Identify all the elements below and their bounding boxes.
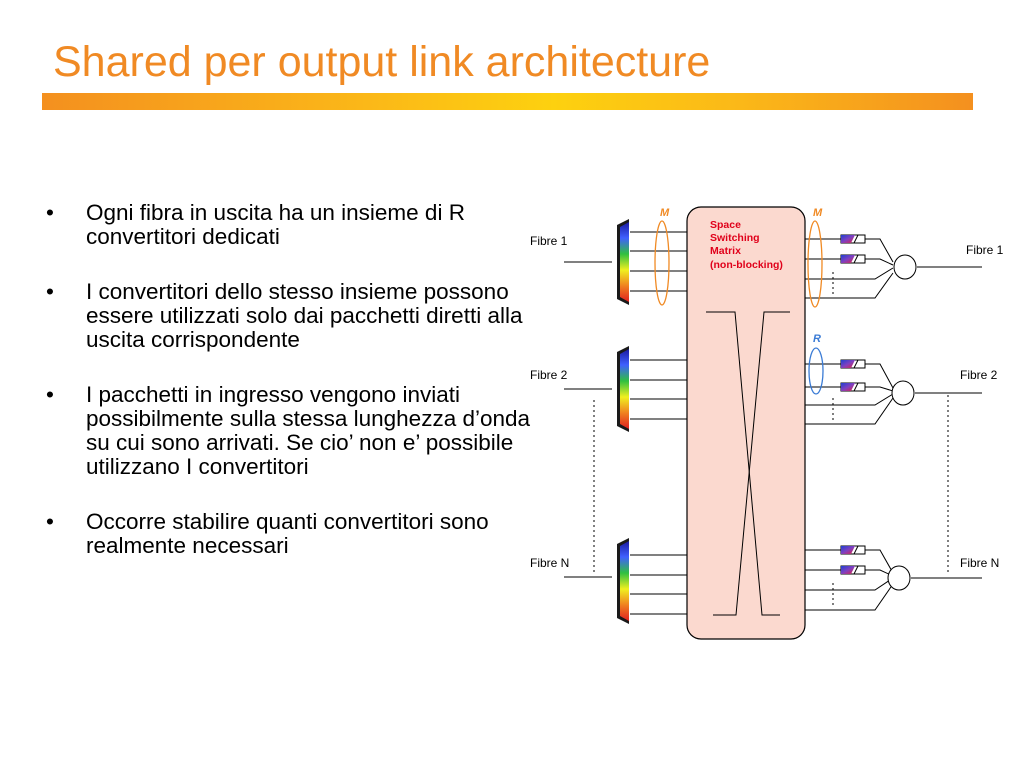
bullet-text: Ogni fibra in uscita ha un insieme di R … (86, 200, 465, 249)
wavelength-group-ring-input (654, 220, 670, 306)
output-coupler (887, 565, 911, 591)
label-m-input: M (660, 207, 670, 219)
slide-title: Shared per output link architecture (53, 38, 711, 86)
bullet-dot: • (46, 382, 54, 407)
input-fibre-label: Fibre N (530, 556, 569, 570)
output-fibre-label: Fibre 2 (960, 368, 998, 382)
output-fibre-label: Fibre 1 (966, 243, 1004, 257)
input-fibre-label: Fibre 2 (530, 368, 568, 382)
output-fibre-label: Fibre N (960, 556, 999, 570)
bullet-item: • Ogni fibra in uscita ha un insieme di R… (46, 201, 546, 249)
converter-group-ring (808, 347, 824, 395)
bullet-text: Occorre stabilire quanti convertitori so… (86, 509, 489, 558)
wavelength-converter (840, 359, 866, 369)
demultiplexer (617, 538, 629, 624)
switch-label-line: Space (710, 219, 741, 231)
bullet-item: • Occorre stabilire quanti convertitori s… (46, 510, 546, 558)
bullet-text: I convertitori dello stesso insieme poss… (86, 279, 523, 352)
output-coupler (891, 380, 915, 406)
demultiplexer (617, 219, 629, 305)
switch-label-line: Switching (710, 232, 760, 244)
bullet-item: • I convertitori dello stesso insieme pos… (46, 280, 546, 352)
wavelength-converter (840, 382, 866, 392)
output-ellipsis-dashes (832, 272, 949, 608)
output-lines (805, 238, 982, 611)
switch-crossing-lines (706, 311, 790, 616)
bullet-dot: • (46, 509, 54, 534)
bullet-list: • Ogni fibra in uscita ha un insieme di R… (46, 201, 546, 589)
demultiplexer (617, 346, 629, 432)
bullet-dot: • (46, 200, 54, 225)
wavelength-converter (840, 254, 866, 264)
switch-label-line: Matrix (710, 245, 741, 257)
input-lines (564, 231, 687, 615)
switch-label-line: (non-blocking) (710, 259, 783, 271)
label-r: R (813, 333, 821, 345)
input-fibre-label: Fibre 1 (530, 234, 568, 248)
output-coupler (893, 254, 917, 280)
wavelength-group-ring-output (807, 220, 823, 308)
wavelength-converter (840, 545, 866, 555)
wavelength-converter (840, 234, 866, 244)
wavelength-converter (840, 565, 866, 575)
label-m-output: M (813, 207, 823, 219)
bullet-item: • I pacchetti in ingresso vengono inviati… (46, 383, 546, 479)
bullet-text: I pacchetti in ingresso vengono inviati … (86, 382, 531, 479)
switching-matrix (686, 206, 806, 640)
title-underline-bar (42, 93, 973, 110)
bullet-dot: • (46, 279, 54, 304)
